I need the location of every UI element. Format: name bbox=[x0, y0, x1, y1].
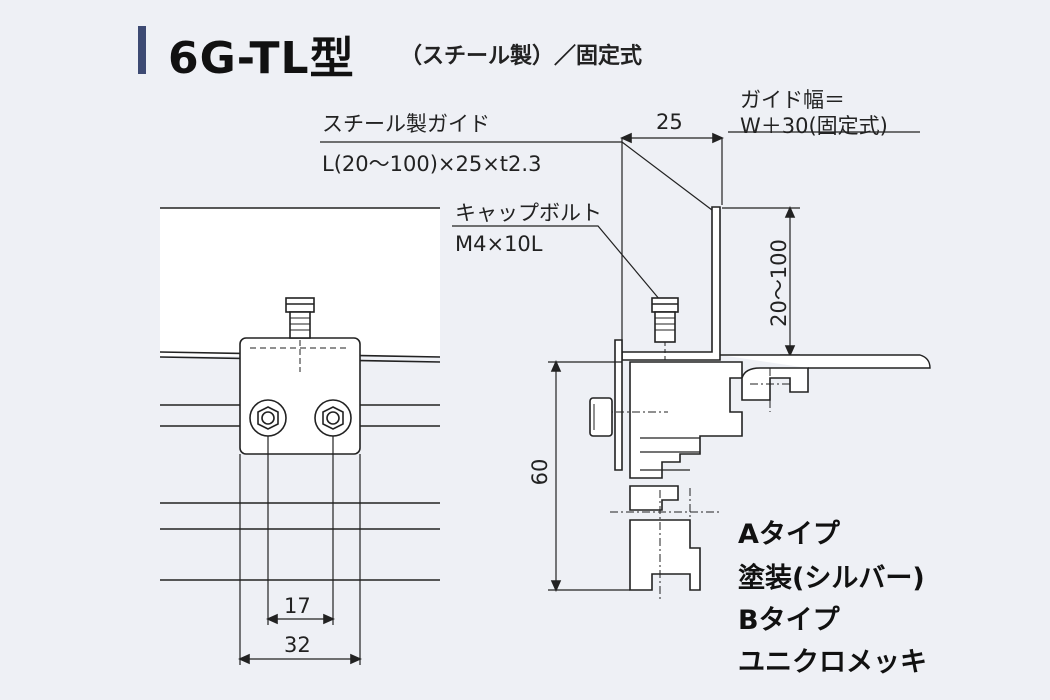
page-subtitle: （スチール製）／固定式 bbox=[400, 44, 643, 69]
guide-width-formula: W＋30(固定式) bbox=[740, 114, 888, 138]
frame-profile-upper bbox=[629, 361, 743, 479]
dim-17: 17 bbox=[284, 594, 311, 618]
type-a-finish: 塗装(シルバー) bbox=[738, 563, 925, 594]
guide-spec-label: L(20～100)×25×t2.3 bbox=[322, 152, 542, 176]
title-accent-bar bbox=[138, 26, 146, 74]
frame-profile-lower bbox=[629, 519, 701, 591]
side-bolt bbox=[589, 397, 613, 437]
guide-width-label: ガイド幅＝ bbox=[740, 88, 845, 112]
dim-32: 32 bbox=[284, 633, 311, 657]
bolt-name-label: キャップボルト bbox=[455, 201, 602, 225]
type-b-finish: ユニクロメッキ bbox=[738, 647, 927, 678]
cap-bolt-head-side bbox=[651, 297, 679, 313]
type-a-label: Aタイプ bbox=[738, 519, 840, 550]
bolt-spec-label: M4×10L bbox=[455, 232, 543, 256]
bolt-hole-left bbox=[249, 399, 287, 437]
guide-bracket bbox=[239, 337, 361, 455]
bolt-leader-line bbox=[452, 225, 661, 301]
bolt-hole-right bbox=[314, 399, 352, 437]
guide-name-label: スチール製ガイド bbox=[322, 112, 490, 136]
dim-60: 60 bbox=[528, 458, 552, 486]
dim-25: 25 bbox=[656, 110, 683, 134]
cap-bolt-head-front bbox=[285, 297, 315, 313]
type-b-label: Bタイプ bbox=[738, 605, 840, 636]
page-title: 6G-TL型 bbox=[168, 33, 355, 84]
dim-20-100: 20～100 bbox=[767, 239, 791, 327]
